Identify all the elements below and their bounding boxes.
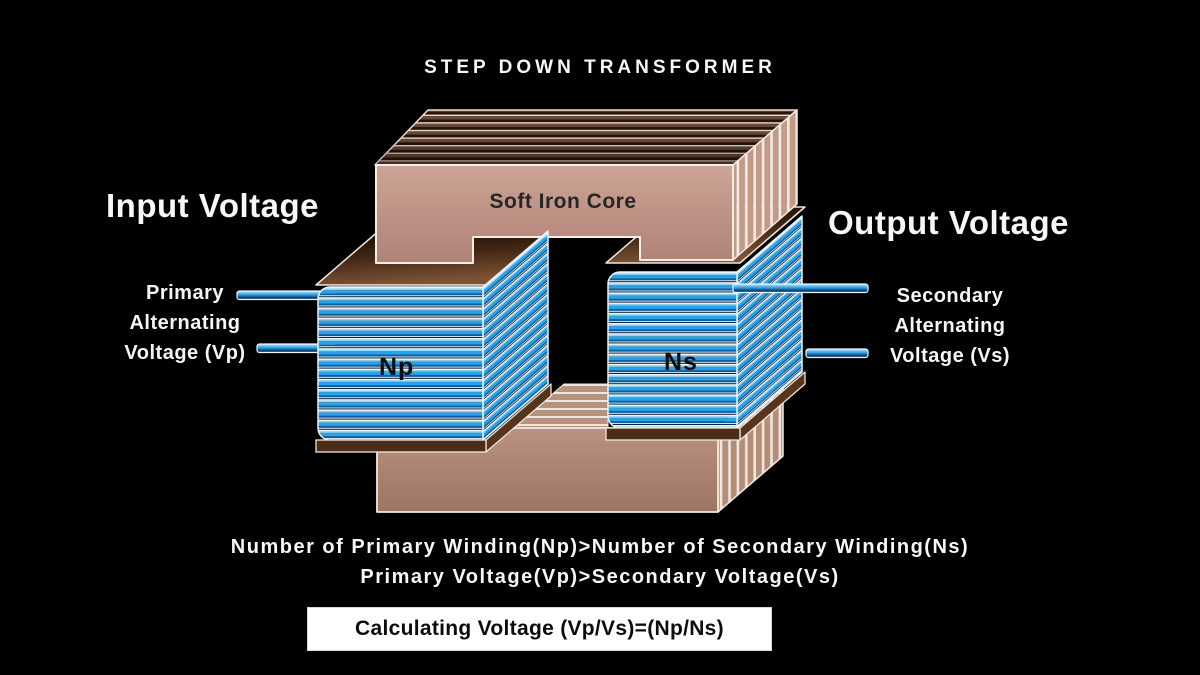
top-yoke — [374, 109, 798, 264]
secondary-wire-top — [732, 283, 869, 294]
primary-label-line-3: Voltage (Vp) — [124, 342, 246, 364]
soft-iron-core-label: Soft Iron Core — [489, 190, 637, 213]
voltage-formula-box: Calculating Voltage (Vp/Vs)=(Np/Ns) — [307, 607, 772, 651]
secondary-label-line-2: Alternating — [894, 315, 1006, 337]
secondary-wire-bottom — [805, 348, 869, 359]
primary-label-line-1: Primary — [146, 282, 224, 304]
secondary-label-line-3: Voltage (Vs) — [889, 345, 1011, 367]
primary-turns-label: Np — [379, 353, 415, 381]
page-title: STEP DOWN TRANSFORMER — [424, 57, 776, 78]
primary-label-line-2: Alternating — [129, 312, 241, 334]
primary-voltage-label: Primary Alternating Voltage (Vp) — [60, 278, 310, 368]
output-voltage-heading: Output Voltage — [828, 204, 1070, 241]
secondary-voltage-label: Secondary Alternating Voltage (Vs) — [825, 281, 1075, 371]
top-yoke-front-face — [375, 164, 734, 264]
secondary-label-line-1: Secondary — [896, 285, 1004, 307]
secondary-coil-flange-bottom — [605, 427, 741, 441]
primary-coil-flange-bottom — [315, 439, 487, 453]
primary-coil — [315, 230, 552, 453]
secondary-turns-label: Ns — [664, 348, 698, 376]
voltage-rule-note: Primary Voltage(Vp)>Secondary Voltage(Vs… — [360, 566, 840, 588]
voltage-formula-text: Calculating Voltage (Vp/Vs)=(Np/Ns) — [355, 617, 724, 640]
winding-rule-note: Number of Primary Winding(Np)>Number of … — [230, 536, 970, 558]
secondary-coil — [605, 215, 806, 441]
secondary-wires — [732, 283, 869, 359]
input-voltage-heading: Input Voltage — [106, 187, 320, 224]
